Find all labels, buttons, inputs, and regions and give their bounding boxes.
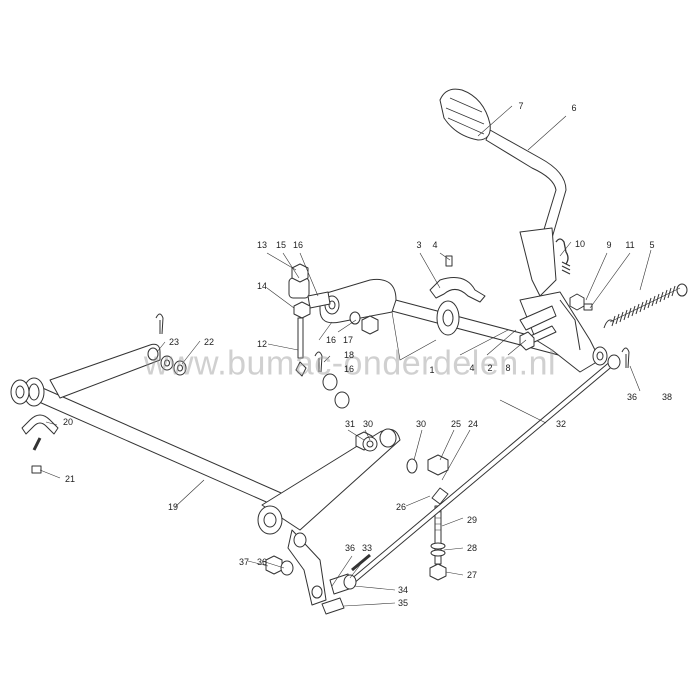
part-label-18: 18: [343, 350, 355, 360]
part-label-8: 8: [505, 363, 511, 373]
threaded-rod-29: [429, 505, 447, 581]
spring-5: [603, 283, 688, 329]
pin-38: [621, 347, 630, 369]
nut-25: [427, 454, 449, 476]
part-label-2: 2: [487, 363, 493, 373]
part-label-29: 29: [466, 515, 478, 525]
knob-7: [439, 88, 491, 141]
part-label-5: 5: [649, 240, 655, 250]
nut-14: [293, 301, 311, 319]
bracket-3: [429, 277, 486, 303]
part-label-23: 23: [168, 337, 180, 347]
part-label-4b: 4: [469, 363, 475, 373]
part-label-24: 24: [467, 419, 479, 429]
spring-10: [555, 238, 569, 265]
lower-cross-shaft: [10, 377, 289, 509]
part-label-3: 3: [416, 240, 422, 250]
part-label-9: 9: [606, 240, 612, 250]
washer-30: [406, 458, 418, 474]
part-label-26: 26: [395, 502, 407, 512]
part-label-7: 7: [518, 101, 524, 111]
bracket-20: [21, 414, 59, 474]
part-label-19: 19: [167, 502, 179, 512]
pin-23: [155, 313, 164, 335]
screw-4: [445, 255, 453, 267]
part-label-16c: 16: [343, 364, 355, 374]
bolt-16: [307, 291, 331, 309]
bolt-35: [321, 597, 345, 615]
part-label-13: 13: [256, 240, 268, 250]
part-label-32: 32: [555, 419, 567, 429]
leader-lines: [39, 105, 652, 607]
rod-12: [297, 317, 304, 359]
part-label-34: 34: [397, 585, 409, 595]
part-label-33: 33: [361, 543, 373, 553]
part-label-25: 25: [450, 419, 462, 429]
lower-left-arm: [49, 343, 161, 399]
part-label-20: 20: [62, 417, 74, 427]
washer-36: [280, 560, 294, 576]
part-label-27: 27: [466, 570, 478, 580]
part-label-30b: 30: [415, 419, 427, 429]
part-label-28: 28: [466, 543, 478, 553]
part-label-21: 21: [64, 474, 76, 484]
part-label-30a: 30: [362, 419, 374, 429]
part-label-4a: 4: [432, 240, 438, 250]
part-label-36c: 36: [256, 557, 268, 567]
washer-16c: [334, 391, 350, 409]
part-label-36a: 36: [626, 392, 638, 402]
lower-right-arm: [257, 428, 401, 606]
part-label-14: 14: [256, 281, 268, 291]
pin-11: [583, 303, 593, 311]
part-label-12: 12: [256, 339, 268, 349]
part-label-15: 15: [275, 240, 287, 250]
part-label-36b: 36: [344, 543, 356, 553]
washer-16b: [322, 373, 338, 391]
part-label-6: 6: [571, 103, 577, 113]
part-label-16b: 16: [325, 335, 337, 345]
pin-18: [314, 351, 323, 373]
lever-bracket: [519, 291, 608, 373]
part-label-38: 38: [661, 392, 673, 402]
part-label-22: 22: [203, 337, 215, 347]
part-label-31: 31: [344, 419, 356, 429]
lever-6: [485, 129, 567, 297]
nut-26: [431, 487, 449, 505]
part-label-17: 17: [342, 335, 354, 345]
upper-left-arm: [319, 278, 397, 335]
part-label-16a: 16: [292, 240, 304, 250]
part-label-37: 37: [238, 557, 250, 567]
part-label-35: 35: [397, 598, 409, 608]
watermark-text: www.bumac-onderdelen.nl: [143, 344, 557, 383]
part-label-1: 1: [429, 365, 435, 375]
nut-13: [291, 263, 309, 283]
part-label-11: 11: [625, 240, 635, 250]
part-label-10: 10: [574, 239, 586, 249]
